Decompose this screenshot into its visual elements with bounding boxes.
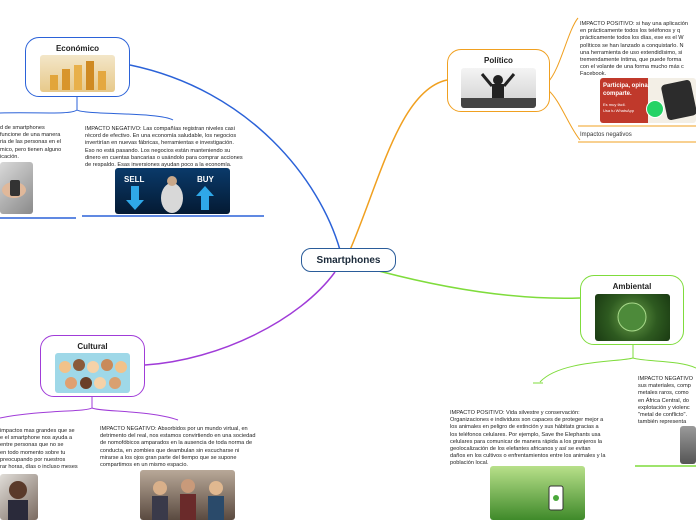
arrow-down-icon bbox=[126, 186, 144, 210]
ad-line-4: Usa tu WhatsApp bbox=[603, 108, 634, 113]
ambiental-positive-text: IMPACTO POSITIVO: Vida silvestre y conse… bbox=[450, 410, 630, 468]
crowd-leader-image bbox=[461, 68, 536, 108]
hands-phone-image bbox=[0, 162, 33, 214]
economico-sub-left bbox=[0, 110, 77, 113]
node-title: Político bbox=[448, 56, 549, 65]
ad-line-1: Participa, opina, bbox=[603, 83, 649, 89]
node-title: Cultural bbox=[41, 342, 144, 351]
whatsapp-ad-image: Participa, opina, comparte. Es muy fácil… bbox=[600, 78, 696, 123]
ad-line-2: comparte. bbox=[603, 91, 632, 97]
phone-parts-image bbox=[680, 426, 696, 464]
economico-negative-text: IMPACTO NEGATIVO: Las compañías registra… bbox=[85, 126, 265, 170]
cultural-positive-text: impactos mas grandes que se e el smartph… bbox=[0, 428, 88, 472]
node-title: Ambiental bbox=[581, 282, 683, 291]
node-cultural[interactable]: Cultural bbox=[40, 335, 145, 397]
cultural-sub-right bbox=[92, 408, 178, 420]
buy-label: BUY bbox=[197, 175, 215, 184]
whatsapp-icon bbox=[646, 100, 664, 118]
sell-buy-image: SELL BUY bbox=[115, 168, 230, 214]
politico-negative-label: Impactos negativos bbox=[580, 132, 632, 138]
people-on-phones-image bbox=[140, 470, 235, 520]
branch-cultural bbox=[145, 272, 335, 365]
node-ambiental[interactable]: Ambiental bbox=[580, 275, 684, 345]
sell-label: SELL bbox=[124, 175, 145, 184]
central-label: Smartphones bbox=[317, 255, 381, 266]
politico-positive-text: IMPACTO POSITIVO: si hay una aplicación … bbox=[580, 21, 696, 79]
diverse-people-image bbox=[55, 353, 130, 393]
globe-forest-image bbox=[595, 294, 670, 341]
coins-chart-image bbox=[40, 55, 115, 92]
ad-line-3: Es muy fácil. bbox=[603, 102, 626, 107]
ambiental-negative-text: IMPACTO NEGATIVO sus materiales, comp me… bbox=[638, 376, 696, 426]
cultural-negative-text: IMPACTO NEGATIVO: Absorbidos por un mund… bbox=[100, 426, 280, 470]
economico-sub-right bbox=[77, 110, 173, 120]
ambiental-sub-right bbox=[633, 358, 696, 368]
politico-sub-upper bbox=[548, 18, 578, 82]
politico-sub-lower bbox=[548, 90, 580, 140]
phone-nature-image bbox=[490, 466, 585, 520]
phone-device-image bbox=[661, 79, 696, 120]
arrow-up-icon bbox=[196, 186, 214, 210]
node-economico[interactable]: Económico bbox=[25, 37, 130, 97]
node-title: Económico bbox=[26, 44, 129, 53]
central-node-smartphones[interactable]: Smartphones bbox=[301, 248, 396, 272]
branch-politico bbox=[350, 80, 447, 250]
cultural-sub-left bbox=[0, 408, 92, 418]
branch-ambiental bbox=[375, 270, 580, 298]
ambiental-sub-left bbox=[540, 358, 633, 382]
economico-positive-text: d de smartphones funcione de una manera … bbox=[0, 125, 72, 161]
node-politico[interactable]: Político bbox=[447, 49, 550, 112]
person-phone-image bbox=[0, 474, 38, 520]
